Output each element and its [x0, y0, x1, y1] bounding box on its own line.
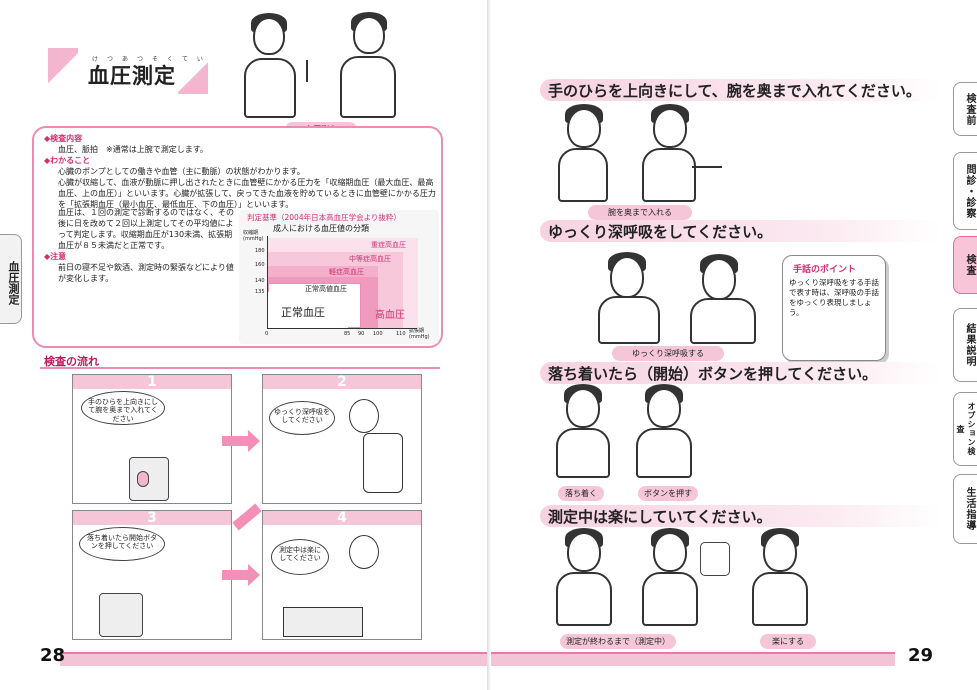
section-4-caption-a: 測定が終わるまで（測定中）	[560, 634, 676, 649]
section-2-caption: ゆっくり深呼吸する	[612, 346, 724, 361]
start-button-icon	[137, 471, 149, 487]
chart-xtick-0: 0	[265, 331, 269, 337]
arrow-right-icon	[222, 436, 248, 446]
info-text-2: 血圧は、１回の測定で診断するのではなく、その後に日を改めて２回以上測定してその平…	[44, 207, 236, 284]
chart-xtick-90: 90	[358, 331, 365, 337]
sign-frame-icon	[700, 542, 730, 576]
chart-ytick-180: 180	[255, 248, 265, 254]
chart-xaxis	[267, 328, 417, 329]
step-4-number: 4	[263, 511, 421, 525]
step-3-frame: 3 落ち着いたら開始ボタンを押してください	[72, 510, 232, 640]
signing-point-text: ゆっくり深呼吸をする手話で表す時は、深呼吸の手話をゆっくり表現しましょう。	[789, 278, 879, 317]
bp-machine	[129, 457, 169, 501]
section-2-heading: ゆっくり深呼吸をしてください。	[540, 220, 940, 242]
step-1-bubble: 手のひらを上向きにして腕を奥まで入れてください	[81, 391, 165, 425]
chart-xlabel: 拡張期(mmHg)	[409, 328, 430, 340]
section-1-caption: 腕を奥まで入れる	[588, 205, 692, 220]
up-down-arrow-icon	[306, 60, 308, 82]
chart-ylabel: 収縮期(mmHg)	[243, 230, 264, 242]
page-number-right: 29	[908, 645, 934, 666]
tab-results[interactable]: 結果説明	[953, 308, 977, 382]
step-4-person	[349, 535, 379, 569]
arrow-right-head-icon-2	[248, 564, 260, 586]
info-text: ◆検査内容 血圧、脈拍 ※通常は上腕で測定します。 ◆わかること 心臓のポンプと…	[44, 133, 439, 210]
chart-ytick-135: 135	[255, 289, 265, 295]
arrow-down-left-icon	[232, 503, 262, 531]
step-4-table	[283, 607, 363, 637]
section-4-caption-b: 楽にする	[760, 634, 816, 649]
chart-label-highnormal: 正常高値血圧	[305, 285, 347, 293]
tab-option-exam[interactable]: オプション検査	[953, 392, 977, 466]
title-deco-left	[48, 48, 78, 88]
tab-consultation[interactable]: 問診・診察	[953, 152, 977, 230]
section-1-heading: 手のひらを上向きにして、腕を奥まで入れてください。	[540, 79, 940, 101]
step-3-bubble: 落ち着いたら開始ボタンを押してください	[79, 527, 165, 561]
info-heading-findings: ◆わかること	[44, 156, 91, 165]
step-4-bubble: 測定中は楽にしてください	[271, 539, 329, 575]
arrow-right-icon-2	[222, 570, 248, 580]
step-2-frame: 2 ゆっくり深呼吸をしてください	[262, 374, 422, 504]
info-findings-text-a: 心臓のポンプとしての働きや血管（主に動脈）の状態がわかります。	[58, 167, 305, 176]
chart-ytick-140: 140	[255, 278, 265, 284]
gutter	[487, 0, 491, 690]
info-findings-text-b: 心臓が収縮して、血液が動脈に押し出されたときに血管壁にかかる圧力を「収縮期血圧（…	[58, 178, 436, 209]
tab-exam[interactable]: 検査	[953, 236, 977, 294]
signing-point-title: 手話のポイント	[793, 265, 857, 275]
chart-xtick-100: 100	[373, 331, 383, 337]
footer-bar-left	[60, 652, 487, 666]
chart-label-moderate: 中等症高血圧	[349, 255, 391, 263]
flow-underline	[40, 367, 440, 369]
chart-xtick-85: 85	[344, 331, 351, 337]
info-heading-content: ◆検査内容	[44, 134, 83, 143]
step-3-machine	[99, 593, 143, 637]
left-page: けつあつそくてい 血圧測定 血圧測定 ◆検査内容 血圧、脈拍 ※通常は上腕で測定…	[0, 0, 487, 690]
chart-region-normal	[268, 292, 348, 328]
footer-bar-right	[491, 652, 895, 666]
side-tab-bp[interactable]: 血圧測定	[0, 234, 22, 324]
step-1-frame: 1 手のひらを上向きにして腕を奥まで入れてください	[72, 374, 232, 504]
step-2-number: 2	[263, 375, 421, 389]
step-2-chair	[363, 433, 403, 493]
arm-arrow-icon	[692, 166, 722, 168]
chart-ytick-160: 160	[255, 262, 265, 268]
signing-point-box: 手話のポイント ゆっくり深呼吸をする手話で表す時は、深呼吸の手話をゆっくり表現し…	[782, 255, 886, 361]
tab-pre-exam[interactable]: 検査前	[953, 82, 977, 136]
chart-label-normal: 正常血圧	[281, 306, 325, 319]
chart-criteria: 判定基準（2004年日本高血圧学会より抜粋）	[247, 213, 401, 222]
section-4-heading: 測定中は楽にしていてください。	[540, 505, 940, 527]
arrow-right-head-icon	[248, 430, 260, 452]
step-4-frame: 4 測定中は楽にしてください	[262, 510, 422, 640]
title-deco-right	[178, 60, 208, 94]
section-3-caption-b: ボタンを押す	[638, 486, 698, 501]
page-number-left: 28	[40, 645, 66, 666]
info-box: ◆検査内容 血圧、脈拍 ※通常は上腕で測定します。 ◆わかること 心臓のポンプと…	[32, 126, 443, 348]
tab-lifestyle[interactable]: 生活指導	[953, 474, 977, 544]
info-caution-text: 前日の寝不足や飲酒、測定時の緊張などにより値が変化します。	[58, 263, 234, 283]
step-3-number: 3	[73, 511, 231, 525]
step-2-person	[349, 399, 379, 433]
chart-label-hypertension: 高血圧	[375, 310, 405, 321]
chart-label-mild: 軽症高血圧	[329, 268, 364, 276]
chart-yaxis	[267, 236, 268, 328]
step-2-bubble: ゆっくり深呼吸をしてください	[269, 401, 335, 435]
section-3-heading: 落ち着いたら（開始）ボタンを押してください。	[540, 362, 940, 384]
step-1-number: 1	[73, 375, 231, 389]
info-findings-text-c: 血圧は、１回の測定で診断するのではなく、その後に日を改めて２回以上測定してその平…	[58, 208, 234, 250]
info-content-text: 血圧、脈拍 ※通常は上腕で測定します。	[58, 145, 208, 154]
chart-label-severe: 重症高血圧	[371, 241, 406, 249]
chart-title: 成人における血圧値の分類	[273, 224, 369, 233]
info-heading-caution: ◆注意	[44, 252, 67, 261]
flow-title: 検査の流れ	[44, 355, 99, 368]
chart-xtick-110: 110	[396, 331, 406, 337]
section-3-caption-a: 落ち着く	[558, 486, 604, 501]
page-title: 血圧測定	[88, 64, 176, 88]
bp-chart: 判定基準（2004年日本高血圧学会より抜粋） 成人における血圧値の分類 収縮期(…	[239, 210, 439, 344]
title-ruby: けつあつそくてい	[92, 56, 212, 63]
